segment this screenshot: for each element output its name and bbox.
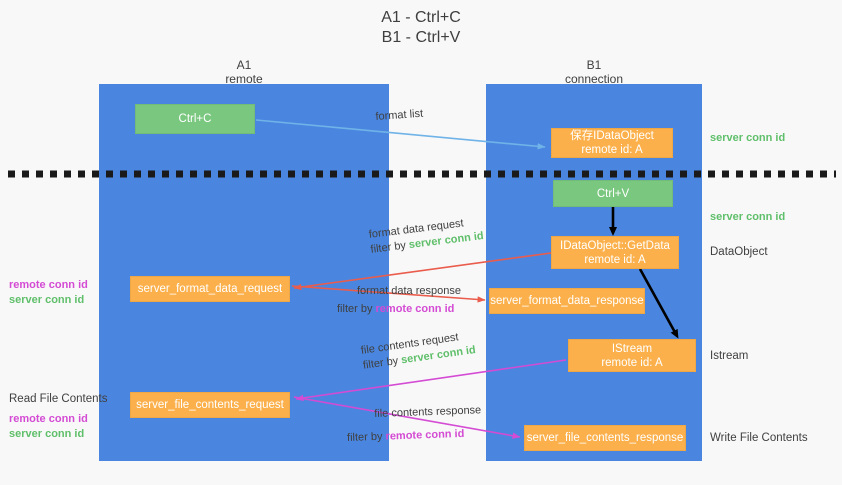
arrow-file-contents-response	[293, 396, 521, 439]
node-istream-sub: remote id: A	[601, 356, 663, 369]
node-istream[interactable]: IStream remote id: A	[568, 339, 696, 372]
lane-a1-role: remote	[225, 72, 263, 86]
node-idataobject-getdata-sub: remote id: A	[584, 253, 646, 266]
annotation-server-conn-id-mid: server conn id	[710, 210, 785, 225]
node-ctrl-c[interactable]: Ctrl+C	[135, 104, 255, 134]
title-line-2: B1 - Ctrl+V	[381, 29, 461, 46]
title-line-1: A1 - Ctrl+C	[381, 9, 461, 26]
edge-label-format-data-response-text: format data response	[357, 285, 461, 297]
annotation-left-server-conn-id-top: server conn id	[9, 294, 85, 306]
annotation-server-conn-id-top: server conn id	[710, 131, 785, 146]
node-idataobject-getdata[interactable]: IDataObject::GetData remote id: A	[551, 236, 679, 269]
node-server-file-contents-request[interactable]: server_file_contents_request	[130, 392, 290, 418]
annotation-left-server-conn-id-bottom: server conn id	[9, 428, 85, 440]
node-server-format-data-request[interactable]: server_format_data_request	[130, 276, 290, 302]
annotation-server-conn-id-mid-text: server conn id	[710, 211, 786, 223]
annotation-left-conn-ids-bottom: remote conn id server conn id	[9, 412, 88, 442]
lane-header-a1: A1 remote	[99, 58, 389, 86]
node-ctrl-c-label: Ctrl+C	[178, 113, 212, 125]
annotation-write-file-contents: Write File Contents	[710, 432, 808, 444]
arrow-format-list	[255, 119, 546, 150]
annotation-server-conn-id-top-text: server conn id	[710, 132, 786, 144]
node-ctrl-v-label: Ctrl+V	[596, 187, 630, 200]
node-server-format-data-request-label: server_format_data_request	[137, 283, 283, 295]
node-idataobject-getdata-label: IDataObject::GetData	[560, 239, 670, 252]
lane-b1-role: connection	[564, 72, 624, 86]
node-server-format-data-response[interactable]: server_format_data_response	[489, 288, 645, 314]
node-server-format-data-response-label: server_format_data_response	[490, 295, 644, 307]
node-server-file-contents-response-label: server_file_contents_response	[526, 432, 684, 444]
arrow-format-data-request	[293, 252, 552, 291]
node-save-idataobject[interactable]: 保存IDataObject remote id: A	[551, 128, 673, 158]
filter-value-remote-conn-id: remote conn id	[385, 427, 465, 443]
edge-label-format-data-response: format data response filter by remote co…	[337, 284, 461, 317]
node-istream-label: IStream	[611, 342, 653, 355]
annotation-istream: Istream	[710, 350, 749, 362]
arrow-format-data-response	[291, 285, 486, 303]
edge-label-file-contents-response: file contents response filter by remote …	[347, 403, 482, 445]
annotation-left-conn-ids-top: remote conn id server conn id	[9, 278, 88, 308]
node-ctrl-v[interactable]: Ctrl+V	[553, 180, 673, 207]
filter-prefix: filter by	[346, 430, 386, 444]
node-server-file-contents-response[interactable]: server_file_contents_response	[524, 425, 686, 451]
edge-label-format-list-text: format list	[375, 107, 424, 123]
lane-b1-name: B1	[586, 58, 602, 72]
filter-value-remote-conn-id: remote conn id	[375, 303, 455, 315]
node-save-idataobject-label: 保存IDataObject	[570, 130, 654, 142]
arrow-file-contents-request	[295, 359, 567, 402]
filter-prefix: filter by	[362, 354, 403, 372]
diagram-title: A1 - Ctrl+C B1 - Ctrl+V	[0, 8, 842, 48]
annotation-left-remote-conn-id-bottom: remote conn id	[9, 413, 88, 425]
edge-label-file-contents-response-text: file contents response	[374, 404, 482, 420]
annotation-left-remote-conn-id-top: remote conn id	[9, 279, 88, 291]
annotation-dataobject: DataObject	[710, 246, 768, 258]
node-save-idataobject-sub: remote id: A	[581, 144, 643, 156]
lane-header-b1: B1 connection	[486, 58, 702, 86]
node-server-file-contents-request-label: server_file_contents_request	[136, 399, 284, 411]
filter-prefix: filter by	[337, 303, 376, 315]
annotation-read-file-contents: Read File Contents	[9, 393, 108, 405]
arrow-getdata-istream	[638, 268, 679, 339]
filter-prefix: filter by	[369, 239, 410, 256]
edge-label-format-data-response-filter: filter by remote conn id	[337, 302, 461, 317]
lane-a1-name: A1	[236, 58, 252, 72]
